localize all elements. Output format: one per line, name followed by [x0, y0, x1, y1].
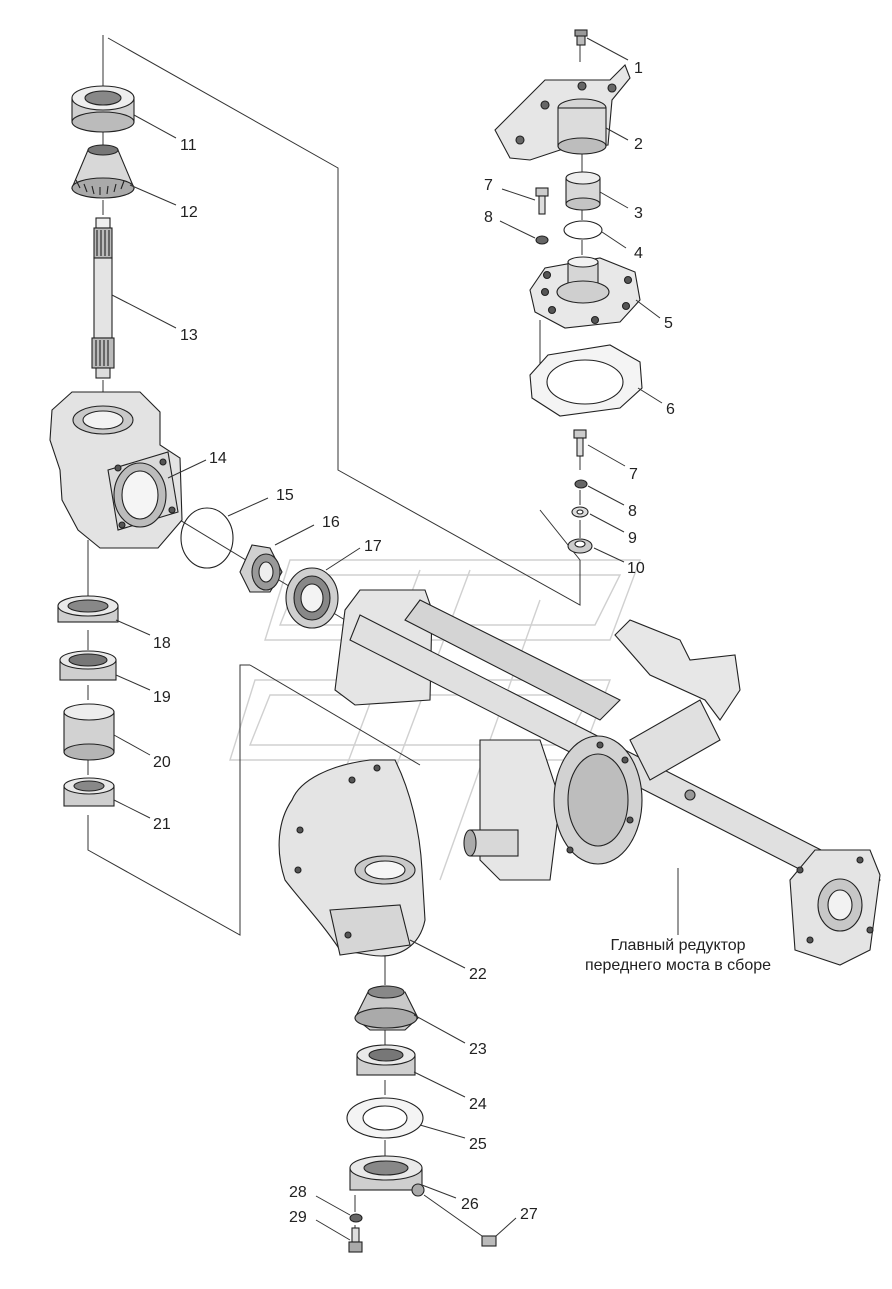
part-8-washer-lower [574, 479, 588, 489]
part-2-bracket [494, 64, 631, 161]
part-29-bolt [348, 1227, 363, 1253]
label-26: 26 [461, 1196, 479, 1213]
part-4-o-ring [563, 220, 603, 240]
label-15: 15 [276, 487, 294, 504]
label-25: 25 [469, 1136, 487, 1153]
assembly-caption: Главный редуктор переднего моста в сборе [585, 937, 771, 974]
label-28: 28 [289, 1184, 307, 1201]
label-20: 20 [153, 754, 171, 771]
label-7-upper: 7 [484, 177, 493, 194]
part-28-washer [349, 1213, 363, 1223]
part-3-bushing [565, 171, 601, 211]
label-11: 11 [180, 137, 197, 154]
part-13-shaft [91, 217, 115, 379]
part-8-washer-upper [535, 235, 549, 245]
label-22: 22 [469, 966, 487, 983]
part-23-bevel-gear [354, 985, 419, 1031]
label-6: 6 [666, 401, 675, 418]
caption-line-2: переднего моста в сборе [585, 957, 771, 974]
label-29: 29 [289, 1209, 307, 1226]
part-19-bearing-race [59, 650, 117, 681]
part-18-seal [57, 595, 119, 623]
label-19: 19 [153, 689, 171, 706]
label-17: 17 [364, 538, 382, 555]
part-21-seal [63, 777, 115, 807]
label-5: 5 [664, 315, 673, 332]
label-10: 10 [627, 560, 645, 577]
label-21: 21 [153, 816, 171, 833]
part-20-bushing [63, 703, 115, 761]
part-25-gasket [346, 1097, 424, 1139]
label-2: 2 [634, 136, 643, 153]
label-7-lower: 7 [629, 466, 638, 483]
label-8-lower: 8 [628, 503, 637, 520]
label-9: 9 [628, 530, 637, 547]
label-16: 16 [322, 514, 340, 531]
label-1: 1 [634, 60, 643, 77]
part-27-plug [481, 1235, 497, 1247]
callout-leaders [111, 37, 663, 1241]
part-11-bearing [71, 85, 135, 133]
caption-line-1: Главный редуктор [610, 937, 745, 954]
part-6-gasket [529, 344, 643, 417]
part-7-bolt-upper [535, 187, 549, 215]
label-14: 14 [209, 450, 227, 467]
part-14-knuckle-housing [49, 391, 183, 549]
part-1-grease-nipple [574, 29, 588, 46]
part-10-nut [567, 538, 593, 554]
front-axle-final-drive-assembly [334, 589, 881, 966]
part-7-bolt-lower [573, 429, 587, 457]
part-5-flange-cover [529, 256, 641, 329]
label-13: 13 [180, 327, 198, 344]
assembly-axis-lines [87, 35, 583, 1240]
label-8-upper: 8 [484, 209, 493, 226]
part-15-o-ring [180, 507, 234, 569]
part-9-washer [571, 506, 589, 518]
part-24-bearing [356, 1044, 416, 1076]
label-3: 3 [634, 205, 643, 222]
label-12: 12 [180, 204, 198, 221]
part-16-bevel-gear [239, 544, 283, 593]
label-23: 23 [469, 1041, 487, 1058]
part-17-bearing [285, 567, 339, 629]
label-27: 27 [520, 1206, 538, 1223]
label-24: 24 [469, 1096, 487, 1113]
callout-labels: 1 2 3 4 5 6 7 8 7 8 9 10 11 12 13 14 15 … [153, 60, 675, 1226]
part-22-housing [278, 759, 426, 957]
part-12-bevel-gear [71, 144, 135, 199]
label-18: 18 [153, 635, 171, 652]
part-26-cover [349, 1155, 425, 1197]
label-4: 4 [634, 245, 643, 262]
